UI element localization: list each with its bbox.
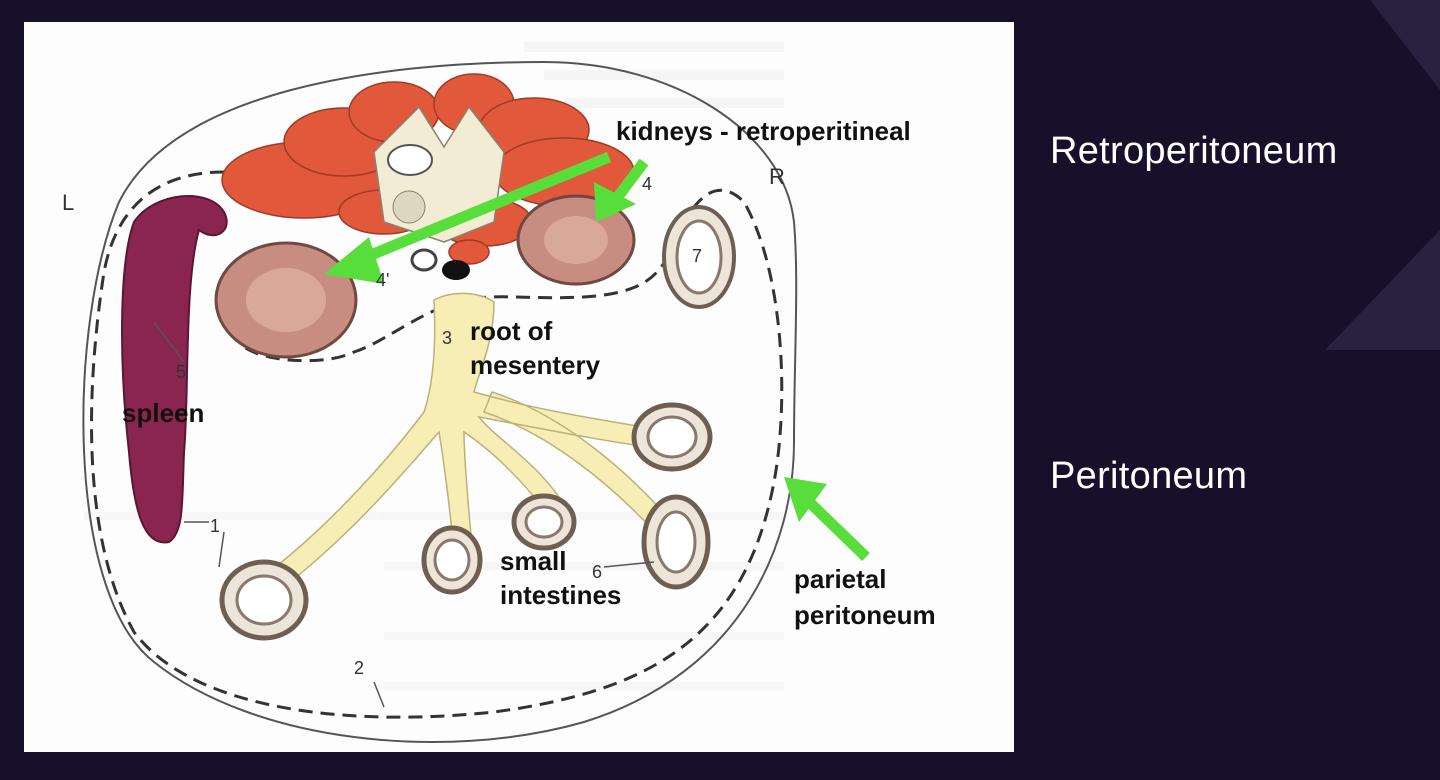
number-7: 7 [692,246,702,266]
arrow-to-left-kidney [324,151,612,284]
background-text-texture [84,42,784,690]
arrow-to-right-kidney [594,158,649,222]
number-3: 3 [442,328,452,348]
label-parietal: parietal [794,564,887,594]
arrow-to-parietal-peritoneum [784,477,870,561]
letter-left: L [62,190,74,215]
label-kidneys: kidneys - retroperitineal [616,116,911,146]
abdominal-cross-section-diagram: 1 2 3 4 4' 5 6 7 L R kidneys - retroperi… [62,42,936,743]
aorta [410,248,438,272]
diagram-panel: 1 2 3 4 4' 5 6 7 L R kidneys - retroperi… [24,22,1014,752]
left-kidney [214,241,358,359]
label-peritoneum-diagram: peritoneum [794,600,936,630]
number-4-prime: 4' [376,270,389,290]
parietal-peritoneum-line [90,170,784,719]
small-intestine-loops [219,402,713,641]
number-4: 4 [642,174,652,194]
decorative-chevron [1325,0,1440,350]
label-small: small [500,546,567,576]
inferior-vena-cava [442,260,470,280]
spleen-organ [121,195,228,544]
label-spleen: spleen [122,398,204,428]
label-intestines: intestines [500,580,621,610]
heading-retroperitoneum: Retroperitoneum [1050,130,1338,172]
colon-section [662,205,736,309]
right-kidney [516,194,636,286]
leader-lines [153,321,655,708]
number-1: 1 [210,516,220,536]
heading-peritoneum: Peritoneum [1050,455,1248,497]
letter-right: R [769,164,785,189]
label-root-of: root of [470,316,553,346]
number-5: 5 [176,362,186,382]
number-2: 2 [354,658,364,678]
body-wall-outline [82,60,798,743]
number-6: 6 [592,562,602,582]
label-mesentery: mesentery [470,350,601,380]
